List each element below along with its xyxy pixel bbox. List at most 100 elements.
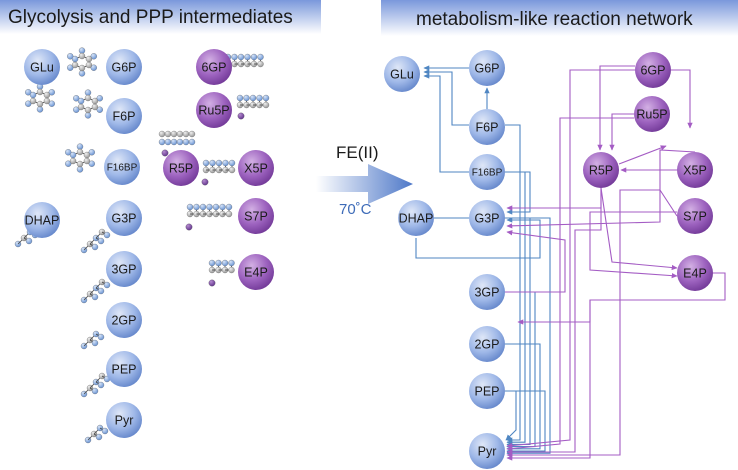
- right-node-label-ru5p: Ru5P: [636, 108, 667, 122]
- right-node-f16bp: F16BP: [469, 154, 505, 190]
- left-node-label-s7p: S7P: [244, 210, 268, 224]
- right-node-pep: PEP: [469, 373, 505, 409]
- left-nodes: GLu G6P F6P F16BP DHAP G3P 3GP 2GP PEP Pyr 6GP Ru5P…: [24, 49, 274, 438]
- right-node-label-3gp: 3GP: [474, 286, 499, 300]
- left-node-6gp: 6GP: [196, 49, 232, 85]
- edge-r5p-up: [618, 145, 667, 165]
- right-node-g6p: G6P: [469, 50, 505, 86]
- edge-to-pyr-2: [505, 217, 531, 448]
- edge-f16bp-glu: [423, 73, 469, 173]
- edge-6gp-r5p: [597, 65, 635, 151]
- right-node-dhap: DHAP: [398, 200, 434, 236]
- right-node-2gp: 2GP: [469, 326, 505, 362]
- edge-e4p-pyr: [506, 272, 726, 461]
- edge-s7p-pyr: [506, 189, 678, 458]
- reaction-arrow: [316, 164, 413, 204]
- edge-to-pyr-4: [505, 343, 541, 452]
- left-node-label-x5p: X5P: [244, 162, 268, 176]
- molecule-structures: [14, 47, 270, 444]
- left-node-ru5p: Ru5P: [196, 92, 232, 128]
- edge-r5p-e4p: [600, 187, 678, 271]
- right-panel-title: metabolism-like reaction network: [416, 9, 693, 30]
- left-node-dhap: DHAP: [24, 202, 60, 238]
- left-node-label-g3p: G3P: [111, 212, 136, 226]
- edge-to-pyr-1: [505, 171, 526, 445]
- left-header-bar: [0, 0, 321, 34]
- right-node-3gp: 3GP: [469, 274, 505, 310]
- edge-dhap-g3p: [415, 217, 541, 259]
- left-node-label-6gp: 6GP: [201, 61, 226, 75]
- left-node-f6p: F6P: [106, 98, 142, 134]
- edge-3gp-g3p: [505, 230, 566, 293]
- right-nodes: GLu G6P F6P F16BP DHAP G3P 3GP 2GP PEP Pyr 6GP Ru5P…: [384, 50, 713, 469]
- right-node-6gp: 6GP: [635, 52, 671, 88]
- left-node-label-3gp: 3GP: [111, 263, 136, 277]
- right-node-e4p: E4P: [677, 255, 713, 291]
- edge-to-pyr-5: [505, 390, 546, 454]
- right-node-pyr: Pyr: [469, 433, 505, 469]
- edge-r5p-g3p: [506, 188, 602, 211]
- left-node-label-glu: GLu: [30, 61, 54, 75]
- left-node-label-dhap: DHAP: [25, 214, 60, 228]
- edge-6gp-pyr: [506, 69, 635, 449]
- catalyst-label: FE(II): [336, 143, 379, 162]
- temperature-label: 70˚C: [339, 201, 372, 218]
- left-node-pep: PEP: [106, 351, 142, 387]
- edge-f16bp-g3p: [505, 171, 531, 215]
- right-node-label-g3p: G3P: [474, 212, 499, 226]
- left-node-e4p: E4P: [238, 254, 274, 290]
- edge-r5p-pyr: [506, 188, 602, 455]
- left-node-2gp: 2GP: [106, 302, 142, 338]
- right-node-label-f16bp: F16BP: [472, 168, 503, 179]
- right-node-r5p: R5P: [583, 152, 619, 188]
- reaction-edges: [415, 65, 726, 461]
- right-node-label-x5p: X5P: [683, 164, 707, 178]
- left-node-label-ru5p: Ru5P: [198, 104, 229, 118]
- left-node-pyr: Pyr: [106, 402, 142, 438]
- left-panel-title: Glycolysis and PPP intermediates: [8, 7, 293, 28]
- left-node-label-pyr: Pyr: [115, 414, 134, 428]
- right-node-f6p: F6P: [469, 109, 505, 145]
- left-node-label-r5p: R5P: [169, 162, 193, 176]
- right-node-label-dhap: DHAP: [399, 212, 434, 226]
- edge-6gp-down: [671, 69, 693, 129]
- right-node-glu: GLu: [384, 56, 420, 92]
- right-node-label-2gp: 2GP: [474, 338, 499, 352]
- edge-f6p-glu: [423, 69, 469, 126]
- left-node-r5p: R5P: [163, 150, 199, 186]
- right-node-label-glu: GLu: [390, 68, 414, 82]
- left-node-label-g6p: G6P: [111, 61, 136, 75]
- left-node-s7p: S7P: [238, 198, 274, 234]
- left-node-x5p: X5P: [238, 150, 274, 186]
- right-node-label-g6p: G6P: [474, 62, 499, 76]
- right-node-label-s7p: S7P: [683, 210, 707, 224]
- right-node-label-pep: PEP: [474, 385, 499, 399]
- edge-to-3gp-region: [517, 300, 591, 325]
- right-node-label-r5p: R5P: [589, 164, 613, 178]
- right-node-x5p: X5P: [677, 152, 713, 188]
- right-node-label-6gp: 6GP: [640, 64, 665, 78]
- left-node-label-pep: PEP: [111, 363, 136, 377]
- right-node-label-pyr: Pyr: [478, 445, 497, 459]
- left-node-3gp: 3GP: [106, 251, 142, 287]
- left-node-label-f6p: F6P: [113, 110, 136, 124]
- right-node-s7p: S7P: [677, 198, 713, 234]
- edge-pep-pyr: [505, 390, 517, 441]
- left-node-g6p: G6P: [106, 49, 142, 85]
- right-node-ru5p: Ru5P: [634, 96, 670, 132]
- edge-ru5p-r5p: [609, 113, 634, 151]
- edge-to-pyr-0: [505, 124, 521, 443]
- left-node-glu: GLu: [24, 49, 60, 85]
- left-node-g3p: G3P: [106, 200, 142, 236]
- left-node-label-2gp: 2GP: [111, 314, 136, 328]
- edge-x5p-g3p: [506, 149, 696, 229]
- right-node-g3p: G3P: [469, 200, 505, 236]
- right-header-bar: [381, 0, 738, 36]
- right-node-label-f6p: F6P: [476, 121, 499, 135]
- left-node-f16bp: F16BP: [104, 149, 140, 185]
- edge-s7p-e4p: [589, 211, 678, 279]
- left-node-label-e4p: E4P: [244, 266, 268, 280]
- right-node-label-e4p: E4P: [683, 267, 707, 281]
- edge-ru5p-pyr: [506, 117, 634, 452]
